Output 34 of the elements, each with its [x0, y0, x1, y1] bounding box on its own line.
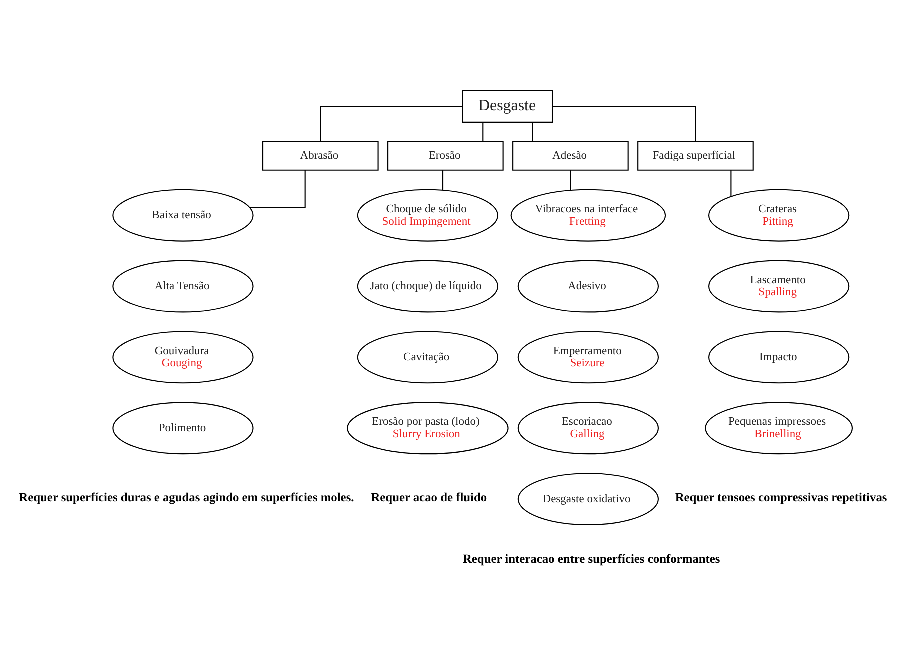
node-ellipse: Polimento	[112, 402, 254, 454]
node-box: Desgaste	[462, 90, 554, 122]
node-ellipse: Escoriacao Galling	[518, 402, 660, 454]
node-box: Fadiga superfícial	[638, 140, 754, 170]
node-ellipse: Erosão por pasta (lodo) Slurry Erosion	[347, 402, 509, 454]
connector	[552, 105, 696, 142]
node-ellipse: Pequenas impressoes Brinelling	[705, 402, 854, 454]
node-box: Erosão	[388, 140, 504, 170]
connector	[250, 170, 306, 208]
node-ellipse: Choque de sólido Solid Impingement	[357, 188, 499, 242]
node-box: Abrasão	[262, 140, 379, 170]
connector	[482, 122, 484, 142]
node-ellipse: Lascamento Spalling	[708, 260, 850, 312]
label: Requer acao de fluido	[371, 490, 488, 504]
connector	[320, 105, 463, 142]
node-ellipse: Desgaste oxidativo	[518, 472, 660, 526]
connector	[532, 122, 534, 142]
node-ellipse: Vibracoes na interface Fretting	[510, 188, 666, 242]
label: Requer superfícies duras e agudas agindo em superfícies moles.	[19, 490, 354, 504]
node-box: Adesão	[512, 140, 629, 170]
connector	[730, 170, 732, 196]
node-ellipse: Baixa tensão	[112, 188, 254, 242]
connector	[442, 170, 444, 190]
node-ellipse: Alta Tensão	[112, 260, 254, 312]
label: Requer interacao entre superfícies conformantes	[462, 551, 720, 566]
node-ellipse: Gouivadura Gouging	[112, 330, 254, 384]
label: Requer tensoes compressivas repetitivas	[675, 490, 888, 504]
node-ellipse: Adesivo	[518, 260, 660, 312]
node-ellipse: Jato (choque) de líquido	[357, 260, 499, 312]
node-ellipse: Impacto	[708, 330, 850, 384]
node-ellipse: Emperramento Seizure	[518, 330, 660, 384]
node-ellipse: Cavitação	[357, 330, 499, 384]
connector	[570, 170, 572, 190]
node-ellipse: Crateras Pitting	[708, 188, 850, 242]
